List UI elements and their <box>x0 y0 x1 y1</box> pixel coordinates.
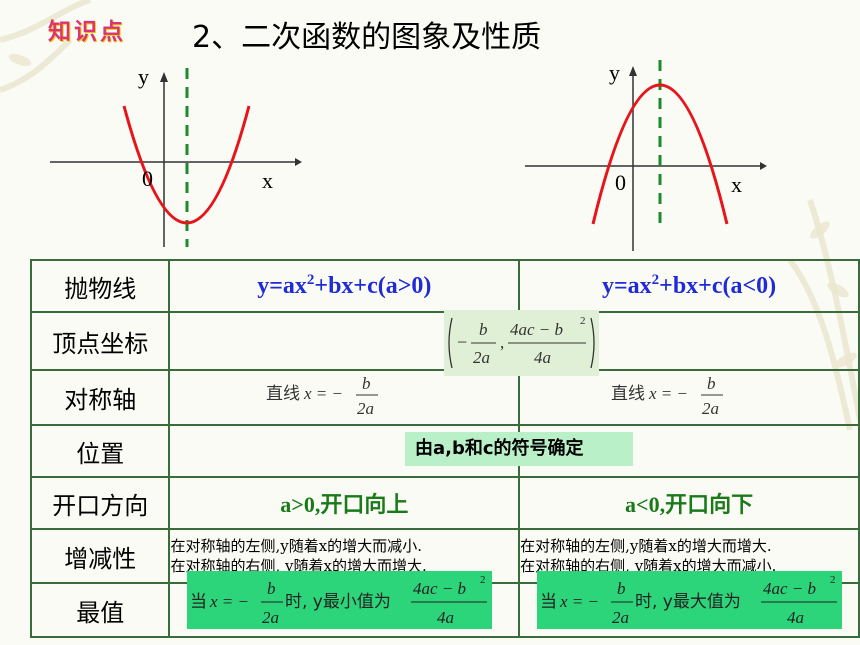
row-axis: 对称轴 直线 x = − b 2a 直线 x = − b 2a <box>29 369 860 426</box>
svg-text:2a: 2a <box>357 399 374 418</box>
svg-text:2a: 2a <box>612 608 629 627</box>
y-axis-arrow <box>160 72 168 82</box>
svg-text:x = −: x = − <box>209 592 249 611</box>
x-label: x <box>731 172 742 197</box>
cell-opening-pos: a>0,开口向上 <box>168 476 521 530</box>
graph-upward-parabola: y x 0 <box>50 64 302 247</box>
page-title: 2、二次函数的图象及性质 <box>192 20 542 55</box>
row-label: 顶点坐标 <box>29 311 171 371</box>
parabola-curve <box>591 83 729 225</box>
row-label: 增减性 <box>29 528 171 584</box>
svg-text:2: 2 <box>580 315 586 327</box>
svg-text:2a: 2a <box>262 608 279 627</box>
svg-text:b: b <box>617 579 626 598</box>
svg-text:4ac − b: 4ac − b <box>510 320 563 339</box>
properties-table: 抛物线 y=ax2+bx+c(a>0) y=ax2+bx+c(a<0) 顶点坐标… <box>29 259 860 638</box>
svg-text:当: 当 <box>540 592 557 612</box>
row-label: 抛物线 <box>29 259 171 313</box>
cell-axis-pos: 直线 x = − b 2a <box>168 369 521 426</box>
row-monotonic: 增减性 在对称轴的左侧,y随着x的增大而减小. 在对称轴的右侧, y随着x的增大… <box>29 528 860 584</box>
row-label: 对称轴 <box>29 369 171 426</box>
svg-text:4ac − b: 4ac − b <box>413 579 466 598</box>
extreme-max-box: 当 x = − b 2a 时, y最大值为 4ac − b 2 4a <box>537 571 842 629</box>
svg-text:4ac − b: 4ac − b <box>763 579 816 598</box>
cell-parabola-pos: y=ax2+bx+c(a>0) <box>168 259 521 313</box>
y-label: y <box>609 60 620 85</box>
section-tag: 知识点 <box>48 19 126 45</box>
svg-text:b: b <box>479 320 488 339</box>
vertex-formula: − b 2a , 4ac − b 2 4a <box>444 310 599 376</box>
extreme-min-box: 当 x = − b 2a 时, y最小值为 4ac − b 2 4a <box>187 571 492 629</box>
svg-text:b: b <box>707 374 716 393</box>
origin-label: 0 <box>615 170 626 195</box>
svg-text:2: 2 <box>830 574 836 586</box>
svg-text:当: 当 <box>190 592 207 612</box>
svg-text:时, y最大值为: 时, y最大值为 <box>635 592 741 612</box>
svg-text:时, y最小值为: 时, y最小值为 <box>285 592 391 612</box>
svg-text:4a: 4a <box>534 348 551 367</box>
svg-text:x = −: x = − <box>303 384 343 403</box>
svg-text:2: 2 <box>480 574 486 586</box>
cell-axis-neg: 直线 x = − b 2a <box>518 369 860 426</box>
svg-text:4a: 4a <box>787 608 804 627</box>
x-axis-arrow <box>760 162 767 170</box>
x-label: x <box>262 168 273 193</box>
y-label: y <box>138 64 149 89</box>
graph-downward-parabola: y x 0 <box>525 60 767 251</box>
svg-text:2a: 2a <box>702 399 719 418</box>
y-axis-arrow <box>629 66 637 76</box>
parabola-curve <box>122 105 251 225</box>
row-opening: 开口方向 a>0,开口向上 a<0,开口向下 <box>29 476 860 530</box>
svg-text:x = −: x = − <box>559 592 599 611</box>
svg-text:b: b <box>267 579 276 598</box>
svg-text:x = −: x = − <box>648 384 688 403</box>
svg-text:直线: 直线 <box>266 384 300 404</box>
cell-parabola-neg: y=ax2+bx+c(a<0) <box>518 259 860 313</box>
row-label: 最值 <box>29 582 171 638</box>
cell-opening-neg: a<0,开口向下 <box>518 476 860 530</box>
svg-text:,: , <box>500 333 504 352</box>
row-position: 位置 <box>29 424 860 478</box>
svg-text:4a: 4a <box>437 608 454 627</box>
svg-text:−: − <box>457 332 467 352</box>
svg-text:直线: 直线 <box>611 384 645 404</box>
origin-label: 0 <box>142 166 153 191</box>
svg-text:b: b <box>362 374 371 393</box>
row-parabola: 抛物线 y=ax2+bx+c(a>0) y=ax2+bx+c(a<0) <box>29 259 860 313</box>
x-axis-arrow <box>295 158 302 166</box>
row-label: 开口方向 <box>29 476 171 530</box>
row-label: 位置 <box>29 424 171 478</box>
position-note: 由a,b和c的符号确定 <box>405 432 633 466</box>
svg-text:2a: 2a <box>473 348 490 367</box>
